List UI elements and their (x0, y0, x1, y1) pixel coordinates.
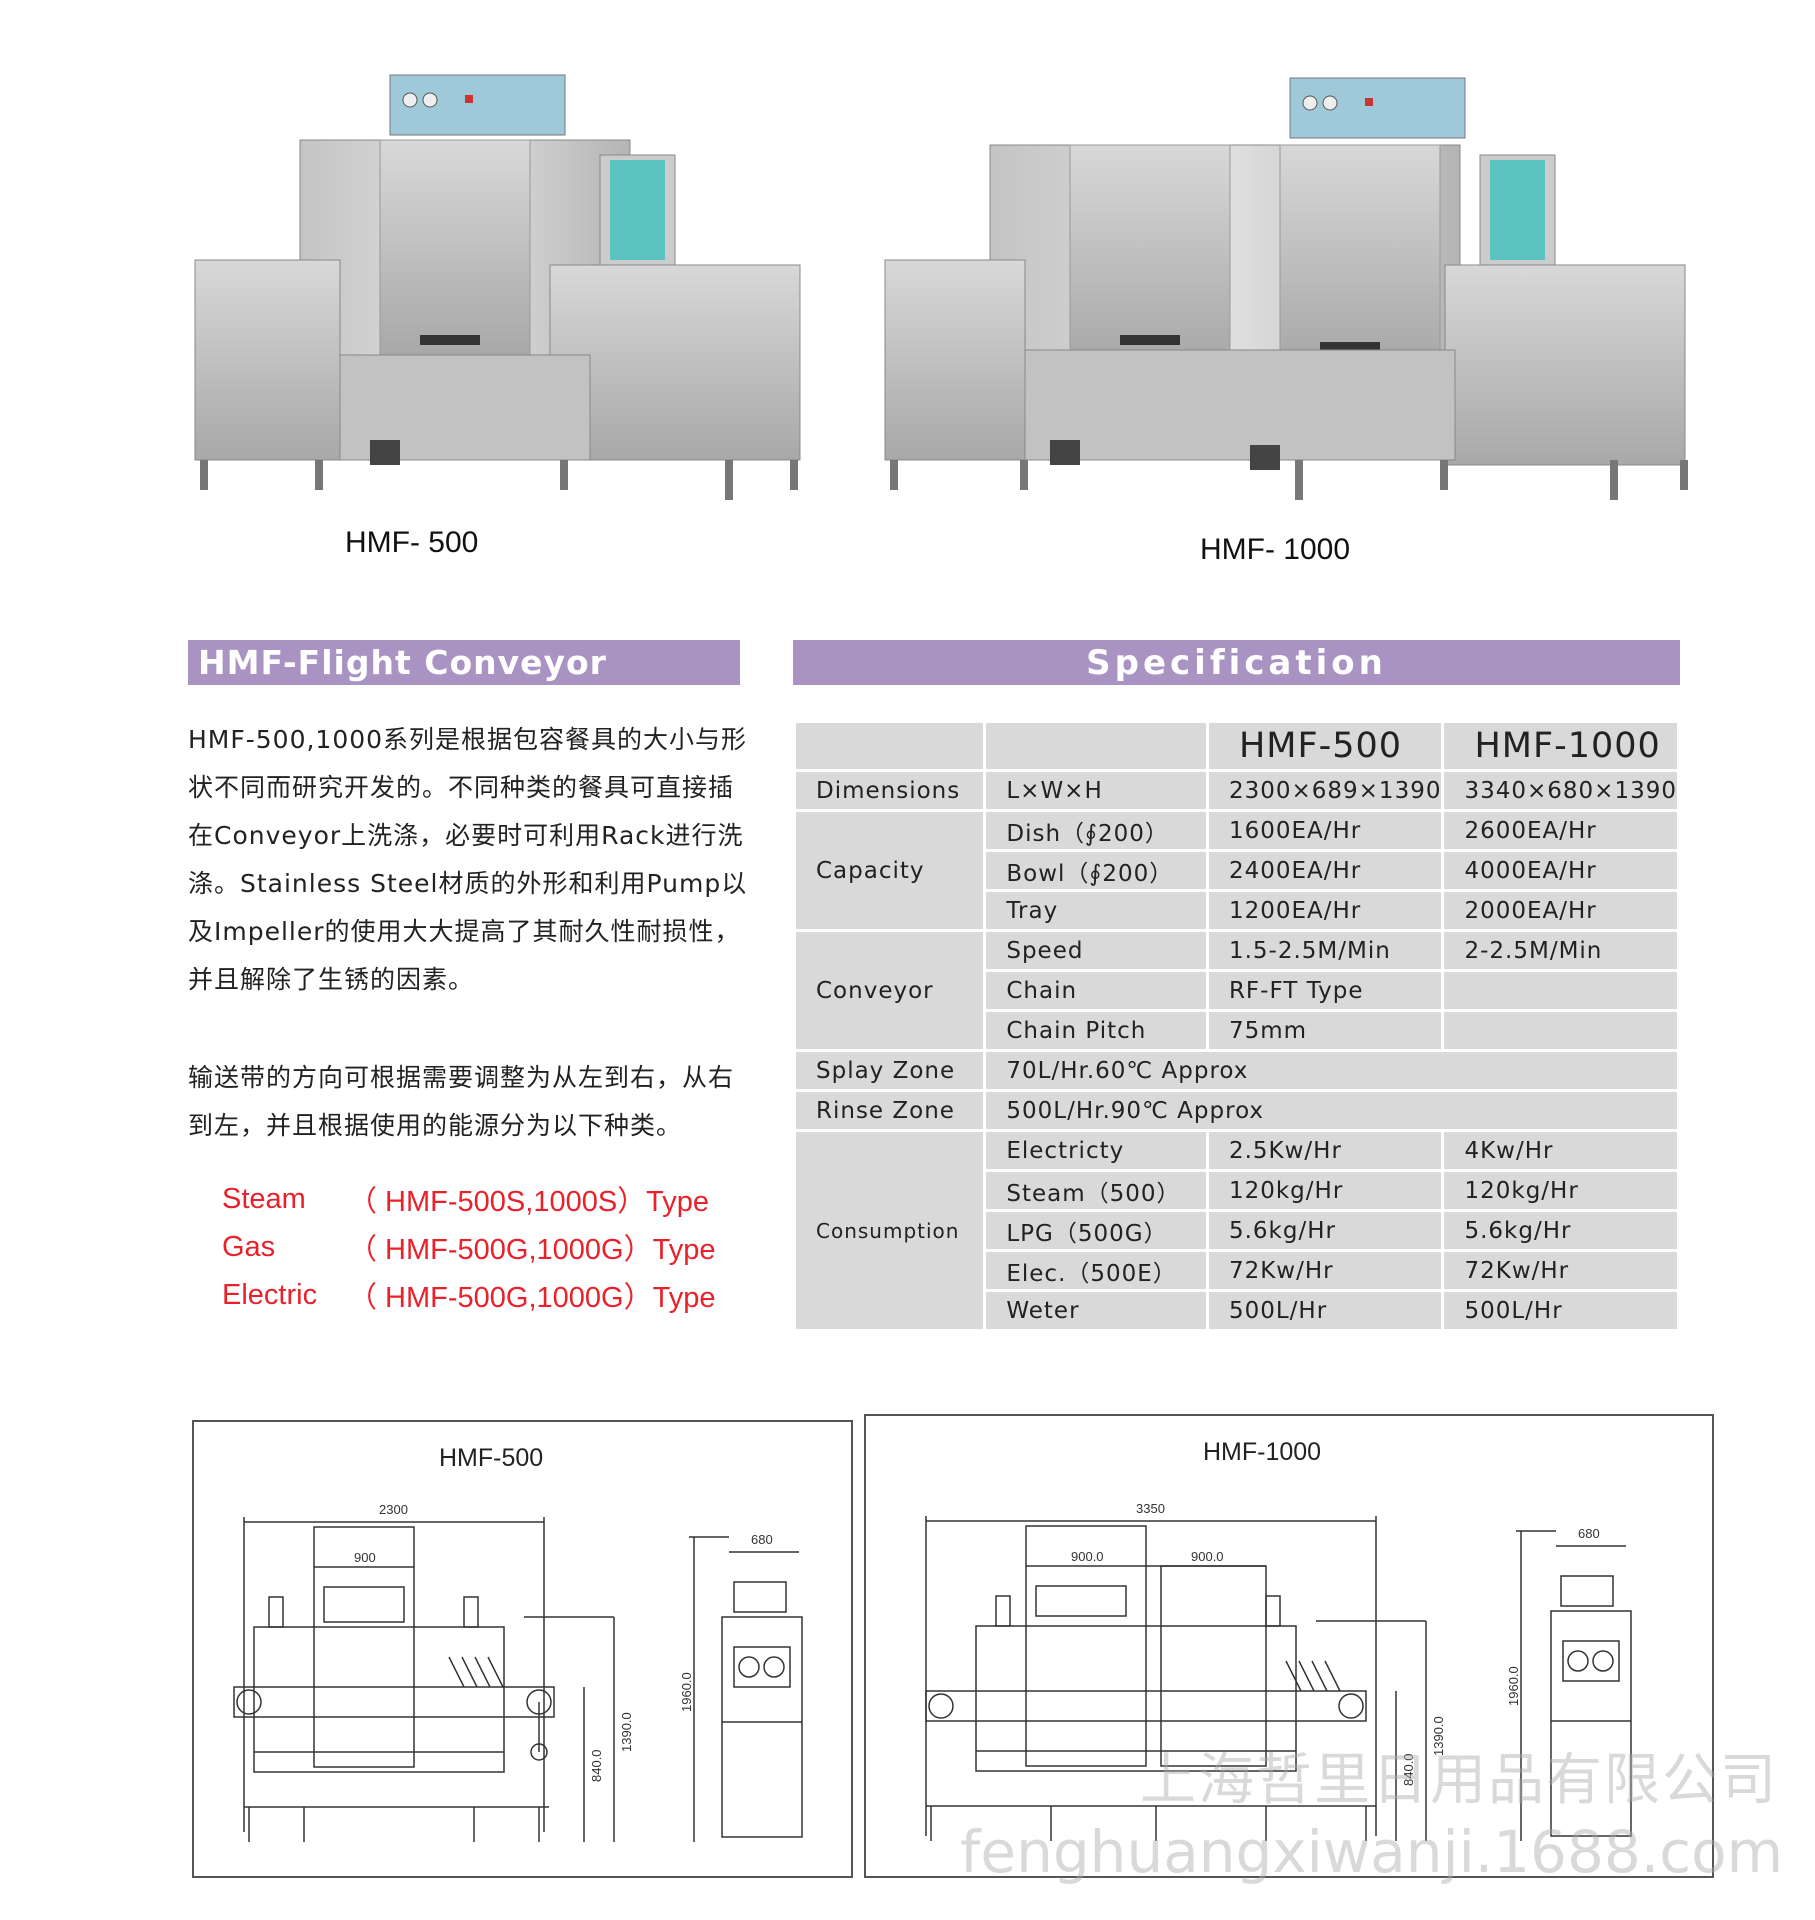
cell-500: 2.5Kw/Hr (1208, 1132, 1442, 1169)
dim-h1-500: 1960.0 (679, 1672, 694, 1712)
type-electric: Electric （ HMF-500G,1000G）Type (222, 1278, 716, 1315)
cell-1000: 2600EA/Hr (1444, 812, 1677, 849)
hmf-500-technical-drawing: 2300 900 680 1960.0 1390.0 840.0 (233, 1502, 803, 1842)
table-row: Chain Pitch 75mm (796, 1012, 1677, 1049)
specification-table: HMF-500 HMF-1000 Dimensions L×W×H 2300×6… (793, 720, 1680, 1332)
cell-1000: 5.6kg/Hr (1444, 1212, 1677, 1249)
table-row: Elec.（500E） 72Kw/Hr 72Kw/Hr (796, 1252, 1677, 1289)
cell-500: 1.5-2.5M/Min (1208, 932, 1442, 969)
cell-1000: 2-2.5M/Min (1444, 932, 1677, 969)
row-label-rinse-zone: Rinse Zone (796, 1092, 984, 1129)
dim-h3-500: 840.0 (589, 1749, 604, 1782)
cell-500: 500L/Hr (1208, 1292, 1442, 1329)
table-row: Tray 1200EA/Hr 2000EA/Hr (796, 892, 1677, 929)
cell-500: 2400EA/Hr (1208, 852, 1442, 889)
table-row: Conveyor Speed 1.5-2.5M/Min 2-2.5M/Min (796, 932, 1677, 1049)
table-row: Bowl（∮200） 2400EA/Hr 4000EA/Hr (796, 852, 1677, 889)
sub-label: LPG（500G） (986, 1212, 1206, 1249)
sub-label: Tray (986, 892, 1206, 929)
sub-label: Steam（500） (986, 1172, 1206, 1209)
dim-h2-500: 1390.0 (619, 1712, 634, 1752)
drawing-title-hmf-500: HMF-500 (439, 1444, 544, 1472)
hmf-1000-drawing-panel: HMF-1000 (864, 1414, 1714, 1878)
hmf-500-caption: HMF- 500 (345, 526, 479, 559)
row-label-capacity: Capacity (796, 812, 984, 929)
description-paragraph-2: 输送带的方向可根据需要调整为从左到右，从右到左，并且根据使用的能源分为以下种类。 (188, 1063, 735, 1140)
cell-1000: 4Kw/Hr (1444, 1132, 1677, 1169)
dim-hood1-1000: 900.0 (1071, 1549, 1104, 1564)
cell-500: 5.6kg/Hr (1208, 1212, 1442, 1249)
dim-length-1000: 3350 (1136, 1501, 1165, 1516)
cell-500: 1200EA/Hr (1208, 892, 1442, 929)
table-row: Weter 500L/Hr 500L/Hr (796, 1292, 1677, 1329)
cell-rinse-value: 500L/Hr.90℃ Approx (986, 1092, 1677, 1129)
cell-1000 (1444, 972, 1677, 1009)
col-hmf-500: HMF-500 (1208, 723, 1442, 769)
dim-width-500: 680 (751, 1532, 773, 1547)
cell-1000: 4000EA/Hr (1444, 852, 1677, 889)
cell-1000: 500L/Hr (1444, 1292, 1677, 1329)
table-header-blank (986, 723, 1206, 769)
table-header-row: HMF-500 HMF-1000 (796, 723, 1677, 769)
sub-label: Electricty (986, 1132, 1206, 1169)
type-steam: Steam （ HMF-500S,1000S）Type (222, 1182, 710, 1219)
cell-500: 1600EA/Hr (1208, 812, 1442, 849)
sub-label: Chain (986, 972, 1206, 1009)
row-label-dimensions: Dimensions (796, 772, 984, 809)
cell-1000: 120kg/Hr (1444, 1172, 1677, 1209)
col-hmf-1000: HMF-1000 (1444, 723, 1677, 769)
dim-hood-500: 900 (354, 1550, 376, 1565)
cell-500: 72Kw/Hr (1208, 1252, 1442, 1289)
cell-500: 2300×689×1390 (1208, 772, 1442, 809)
table-row: Dimensions L×W×H 2300×689×1390 3340×680×… (796, 772, 1677, 809)
sub-label: Speed (986, 932, 1206, 969)
hmf-500-photo (194, 74, 801, 500)
type-gas: Gas （ HMF-500G,1000G）Type (222, 1230, 716, 1267)
table-row: Capacity Dish（∮200） 1600EA/Hr 2600EA/Hr (796, 812, 1677, 929)
cell-1000 (1444, 1012, 1677, 1049)
cell-1000: 3340×680×1390 (1444, 772, 1677, 809)
dim-width-1000: 680 (1578, 1526, 1600, 1541)
table-row: Chain RF-FT Type (796, 972, 1677, 1009)
sub-label: Dish（∮200） (986, 812, 1206, 849)
cell-500: 75mm (1208, 1012, 1442, 1049)
description-paragraph-1: HMF-500,1000系列是根据包容餐具的大小与形状不同而研究开发的。不同种类… (188, 725, 748, 994)
dim-h3-1000: 840.0 (1401, 1753, 1416, 1786)
dim-h2-1000: 1390.0 (1431, 1716, 1446, 1756)
table-row: Consumption Electricty 2.5Kw/Hr 4Kw/Hr (796, 1132, 1677, 1329)
dim-length-500: 2300 (379, 1502, 408, 1517)
row-label-splay-zone: Splay Zone (796, 1052, 984, 1089)
watermark-company: 上海哲里日用品有限公司 (1140, 1748, 1778, 1813)
watermark-url: fenghuangxiwanji.1688.com (960, 1818, 1784, 1886)
cell-500: RF-FT Type (1208, 972, 1442, 1009)
table-row: LPG（500G） 5.6kg/Hr 5.6kg/Hr (796, 1212, 1677, 1249)
table-header-blank (796, 723, 984, 769)
cell-splay-value: 70L/Hr.60℃ Approx (986, 1052, 1677, 1089)
sub-label: Bowl（∮200） (986, 852, 1206, 889)
hmf-1000-technical-drawing: 3350 900.0 900.0 680 1960.0 1390.0 840.0 (925, 1501, 1632, 1841)
table-row: Rinse Zone 500L/Hr.90℃ Approx (796, 1092, 1677, 1129)
sub-label: Weter (986, 1292, 1206, 1329)
sub-label: Chain Pitch (986, 1012, 1206, 1049)
hmf-500-drawing-panel: HMF-500 (192, 1420, 853, 1878)
row-label-consumption: Consumption (796, 1132, 984, 1329)
table-row: Splay Zone 70L/Hr.60℃ Approx (796, 1052, 1677, 1089)
sub-label: L×W×H (986, 772, 1206, 809)
table-row: Steam（500） 120kg/Hr 120kg/Hr (796, 1172, 1677, 1209)
row-label-conveyor: Conveyor (796, 932, 984, 1049)
sub-label: Elec.（500E） (986, 1252, 1206, 1289)
hmf-1000-caption: HMF- 1000 (1200, 533, 1351, 566)
dim-hood2-1000: 900.0 (1191, 1549, 1224, 1564)
hmf-1000-photo (884, 77, 1688, 500)
specification-header: Specification (793, 640, 1680, 685)
cell-1000: 2000EA/Hr (1444, 892, 1677, 929)
energy-types-list: Steam （ HMF-500S,1000S）Type Gas （ HMF-50… (222, 1175, 715, 1319)
flight-conveyor-header: HMF-Flight Conveyor (188, 640, 740, 685)
drawing-title-hmf-1000: HMF-1000 (1203, 1438, 1322, 1466)
cell-1000: 72Kw/Hr (1444, 1252, 1677, 1289)
dim-h1-1000: 1960.0 (1506, 1666, 1521, 1706)
cell-500: 120kg/Hr (1208, 1172, 1442, 1209)
